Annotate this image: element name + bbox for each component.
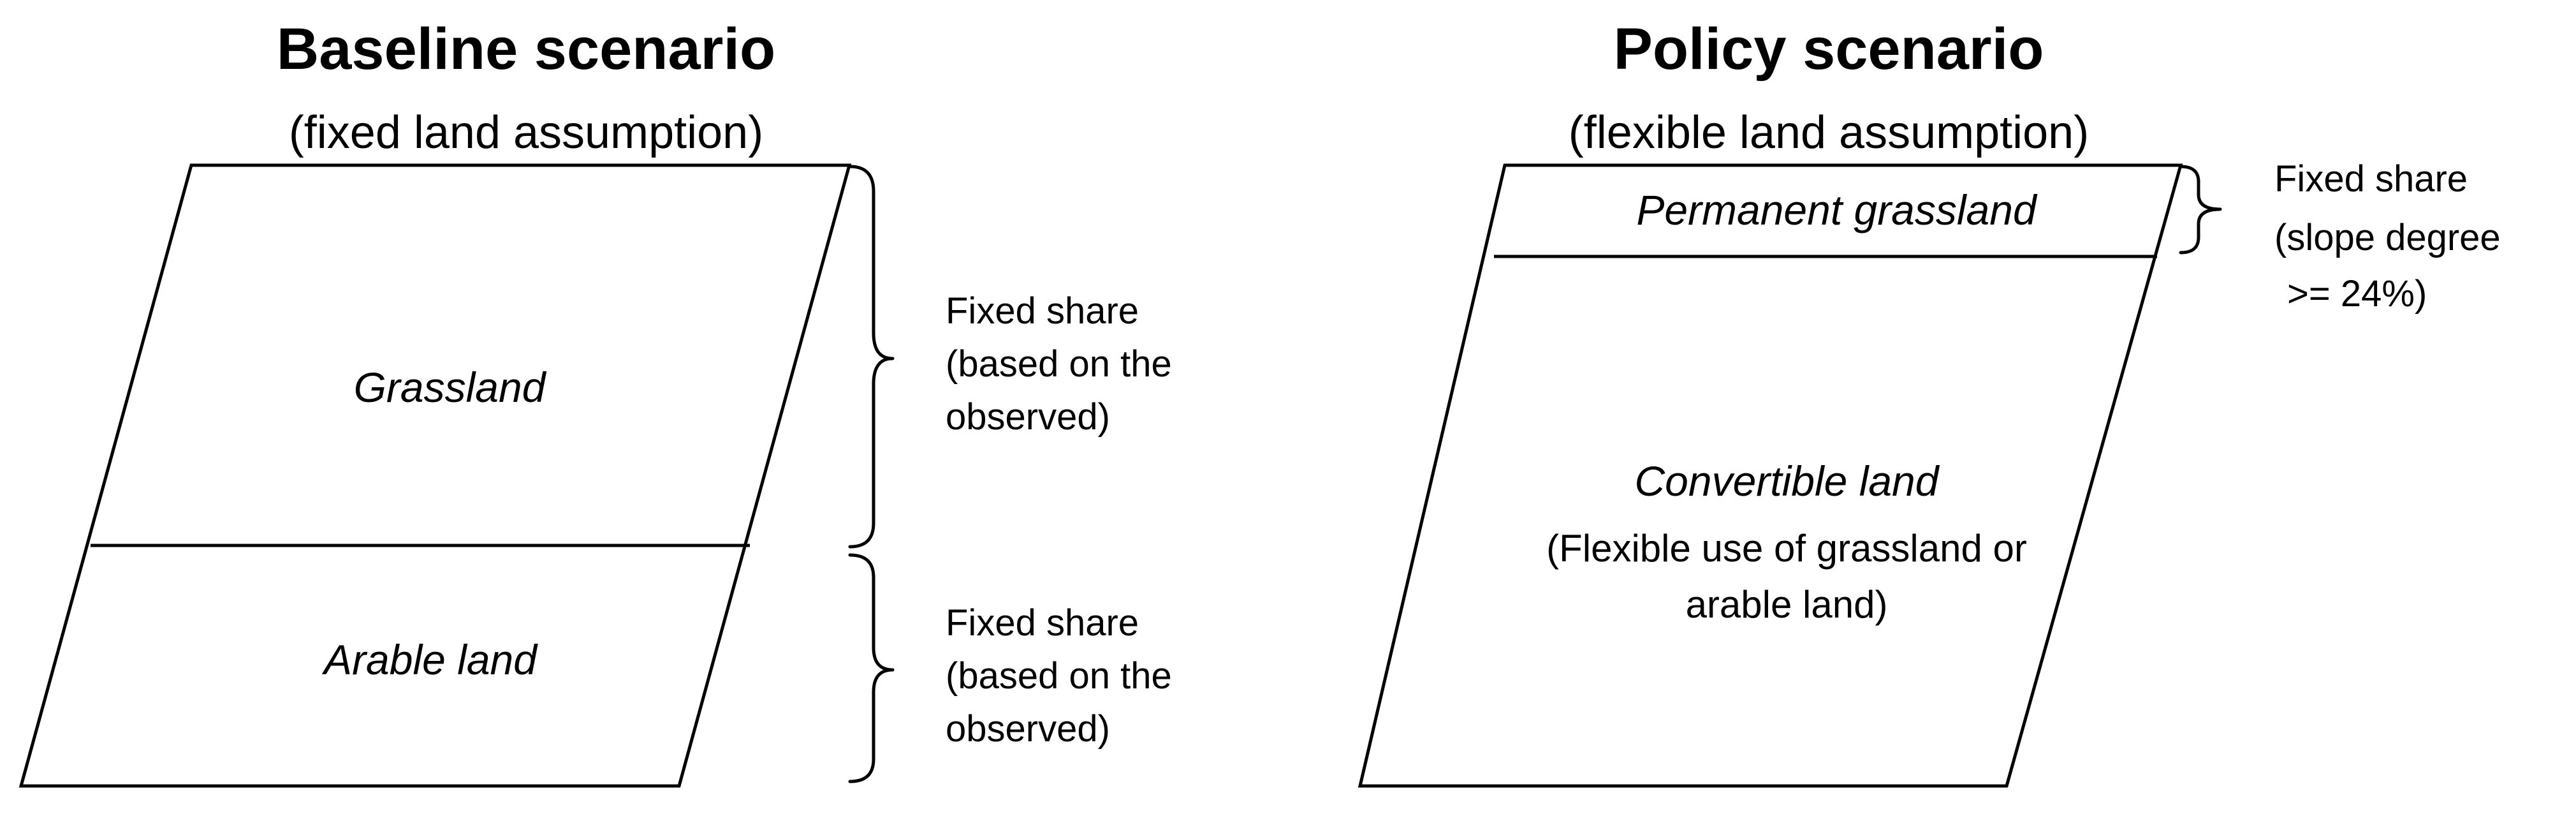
convertible-note-line-2: arable land) [1686,583,1888,626]
grassland-brace-icon [848,165,895,549]
arable-annotation-line-2: (based on the [946,655,1172,697]
baseline-scenario: Baseline scenario (fixed land assumption… [18,17,1172,788]
policy-subtitle: (flexible land assumption) [1569,107,2089,158]
permanent-grassland-label: Permanent grassland [1636,186,2038,233]
convertible-land-label: Convertible land [1635,457,1940,505]
grassland-label: Grassland [354,364,547,411]
baseline-title: Baseline scenario [277,17,775,82]
policy-scenario: Policy scenario (flexible land assumptio… [1358,17,2501,788]
grassland-annotation: Fixed share (based on the observed) [946,290,1172,438]
arable-annotation: Fixed share (based on the observed) [946,602,1172,750]
arable-land-label: Arable land [321,636,538,683]
grassland-annotation-line-1: Fixed share [946,290,1139,332]
arable-annotation-line-3: observed) [946,708,1110,750]
permanent-annotation-line-2: (slope degree [2274,217,2501,258]
policy-title: Policy scenario [1614,17,2044,82]
convertible-note-line-1: (Flexible use of grassland or [1546,527,2027,570]
arable-annotation-line-1: Fixed share [946,602,1139,644]
policy-land-block [1358,163,2183,788]
baseline-land-block [18,163,852,788]
permanent-annotation-line-3: >= 24%) [2287,273,2427,315]
permanent-annotation: Fixed share (slope degree >= 24%) [2274,158,2501,315]
baseline-subtitle: (fixed land assumption) [289,107,763,158]
permanent-brace-icon [2179,165,2222,255]
grassland-annotation-line-2: (based on the [946,343,1172,385]
arable-brace-icon [848,553,895,783]
permanent-annotation-line-1: Fixed share [2274,158,2468,200]
grassland-annotation-line-3: observed) [946,396,1110,438]
